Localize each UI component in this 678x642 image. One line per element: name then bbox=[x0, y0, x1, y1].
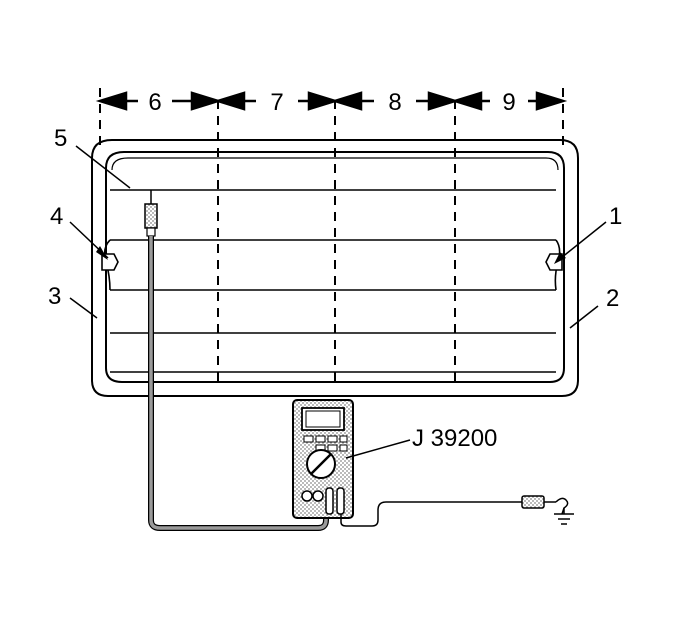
ground-clip bbox=[521, 495, 545, 509]
zone-label: 6 bbox=[148, 89, 161, 116]
terminals bbox=[101, 253, 563, 271]
defogger-grid-lines bbox=[110, 189, 556, 373]
multimeter: J 39200 bbox=[292, 399, 497, 519]
ground-clip-jaw bbox=[555, 497, 569, 515]
zone-label: 9 bbox=[502, 89, 515, 116]
bus-bars bbox=[103, 239, 561, 291]
zone-labels: 6 7 8 9 bbox=[148, 89, 515, 116]
meter-button bbox=[339, 444, 348, 452]
ground-symbol-icon bbox=[554, 508, 574, 525]
callout-numbers: 5 4 3 1 2 bbox=[48, 125, 622, 312]
callout-3: 3 bbox=[48, 283, 61, 310]
callout-5: 5 bbox=[54, 125, 67, 152]
meter-button bbox=[315, 435, 326, 443]
callout-1: 1 bbox=[609, 203, 622, 230]
probe-tip bbox=[144, 203, 158, 229]
zone-edge-ticks bbox=[99, 88, 564, 150]
meter-button bbox=[327, 444, 338, 452]
zone-dimension-arrows bbox=[95, 91, 568, 111]
ground-lead-wire bbox=[340, 501, 522, 527]
meter-jack bbox=[301, 490, 313, 502]
probe-handle bbox=[146, 227, 156, 237]
zone-label: 8 bbox=[388, 89, 401, 116]
rear-window-glass bbox=[91, 139, 579, 397]
meter-label: J 39200 bbox=[412, 425, 497, 452]
callout-2: 2 bbox=[606, 285, 619, 312]
window-inner-frame bbox=[105, 151, 565, 383]
meter-lead-plug bbox=[325, 487, 334, 515]
ground-lead bbox=[340, 495, 569, 527]
meter-button bbox=[303, 435, 314, 443]
callout-leader-2 bbox=[569, 305, 599, 329]
callout-4: 4 bbox=[50, 203, 63, 230]
zone-label: 7 bbox=[270, 89, 283, 116]
callout-leader-5 bbox=[75, 145, 131, 189]
window-inner-frame-edge bbox=[111, 157, 559, 171]
meter-label-leader bbox=[345, 439, 411, 459]
callout-arrowheads bbox=[96, 246, 566, 264]
meter-jack bbox=[312, 490, 324, 502]
probe-cable-fill bbox=[149, 236, 328, 530]
meter-button bbox=[327, 435, 338, 443]
window-outer-frame bbox=[91, 139, 579, 397]
callout-leader-3 bbox=[69, 297, 98, 319]
meter-display-inner bbox=[305, 410, 341, 428]
arrowhead-4 bbox=[96, 246, 108, 260]
callout-leader-1 bbox=[555, 221, 607, 263]
zone-dividers bbox=[217, 100, 456, 384]
meter-lead-plug bbox=[336, 487, 345, 515]
meter-dial-pointer bbox=[310, 453, 332, 475]
meter-jacks bbox=[301, 487, 345, 515]
test-probe bbox=[144, 190, 158, 237]
arrowhead-1 bbox=[554, 252, 566, 264]
meter-button bbox=[339, 435, 348, 443]
